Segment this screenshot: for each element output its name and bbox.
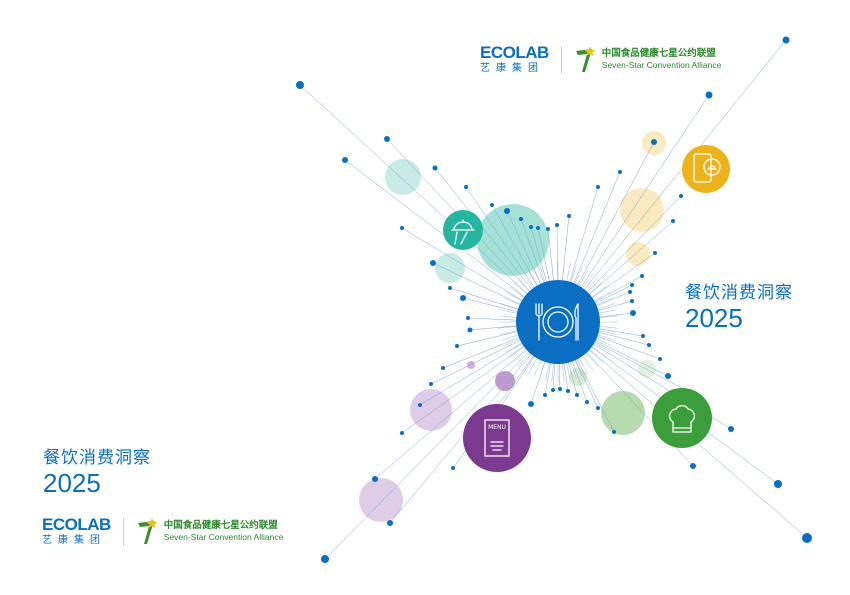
- ray: [324, 321, 559, 560]
- dot: [519, 217, 523, 221]
- dot: [441, 366, 445, 370]
- divider: [560, 45, 562, 74]
- phone-order-icon: [693, 153, 721, 183]
- dot: [551, 388, 555, 392]
- bubble: [477, 204, 549, 276]
- dot: [529, 225, 533, 229]
- dot: [671, 219, 675, 223]
- bubble: [385, 159, 421, 195]
- ray: [299, 84, 559, 323]
- dot: [640, 274, 644, 278]
- menu-circle: [463, 404, 531, 472]
- plate-cutlery-circle: [516, 280, 600, 364]
- bubble: [620, 188, 664, 232]
- bubble: [435, 253, 465, 283]
- dot: [296, 81, 304, 89]
- dot: [372, 476, 378, 482]
- bubble: [601, 391, 645, 435]
- dot: [455, 344, 459, 348]
- dot: [612, 430, 616, 434]
- dot: [460, 295, 466, 301]
- menu-icon: [484, 419, 510, 457]
- seven-star-logo-icon: [137, 517, 158, 544]
- title-year: 2025: [43, 468, 101, 498]
- dot: [555, 223, 559, 227]
- ray: [557, 39, 787, 323]
- dot: [451, 466, 455, 470]
- dot: [418, 403, 422, 407]
- dot: [774, 480, 782, 488]
- title-cn: 餐饮消费洞察: [43, 448, 151, 468]
- dot: [665, 373, 671, 379]
- dot: [630, 283, 634, 287]
- dot: [618, 170, 622, 174]
- dot: [641, 334, 645, 338]
- dot: [466, 316, 470, 320]
- dot: [585, 400, 589, 404]
- dot: [575, 393, 579, 397]
- dot: [558, 387, 562, 391]
- dot: [467, 327, 473, 333]
- dot: [653, 251, 657, 255]
- cloche-hand-icon: [451, 219, 475, 245]
- bubble: [359, 478, 403, 522]
- dot: [490, 203, 494, 207]
- dot: [321, 555, 329, 563]
- chef-hat-circle: [652, 388, 712, 448]
- dot: [658, 357, 662, 361]
- phone-order-circle: [682, 145, 730, 193]
- bubble: [495, 371, 515, 391]
- dot: [690, 463, 696, 469]
- seven-star-logo-icon: [575, 45, 596, 72]
- title-cn: 餐饮消费洞察: [685, 283, 793, 303]
- dot: [400, 431, 404, 435]
- dot: [504, 208, 510, 214]
- plate-cutlery-icon: [535, 303, 579, 341]
- dot: [566, 389, 570, 393]
- dot: [342, 157, 348, 163]
- dot: [802, 533, 812, 543]
- bubble: [467, 361, 475, 369]
- dot: [596, 185, 600, 189]
- ray: [557, 94, 710, 323]
- dot: [630, 310, 636, 316]
- dot: [528, 401, 534, 407]
- title-year: 2025: [685, 303, 743, 333]
- bubble: [626, 242, 650, 266]
- dot: [546, 227, 550, 231]
- dot: [651, 139, 657, 145]
- dot: [384, 136, 390, 142]
- dot: [728, 426, 734, 432]
- title-block-left: 餐饮消费洞察 2025: [43, 443, 151, 498]
- dot: [679, 194, 683, 198]
- dot: [543, 393, 547, 397]
- dot: [647, 343, 651, 347]
- menu-icon-label: MENU: [488, 424, 506, 431]
- dot: [705, 91, 713, 99]
- divider: [122, 517, 124, 546]
- dot: [387, 520, 393, 526]
- title-block-right: 餐饮消费洞察 2025: [685, 278, 793, 333]
- dot: [432, 165, 438, 171]
- dot: [400, 226, 404, 230]
- dot: [429, 382, 433, 386]
- dot: [630, 299, 634, 303]
- dot: [430, 260, 436, 266]
- chef-hat-icon: [668, 405, 696, 433]
- dot: [536, 226, 540, 230]
- dot: [567, 214, 571, 218]
- bubble: [410, 389, 452, 431]
- dot: [628, 290, 632, 294]
- dot: [464, 185, 468, 189]
- dot: [782, 36, 790, 44]
- dot: [596, 406, 600, 410]
- dot: [448, 286, 452, 290]
- bubble: [638, 360, 656, 378]
